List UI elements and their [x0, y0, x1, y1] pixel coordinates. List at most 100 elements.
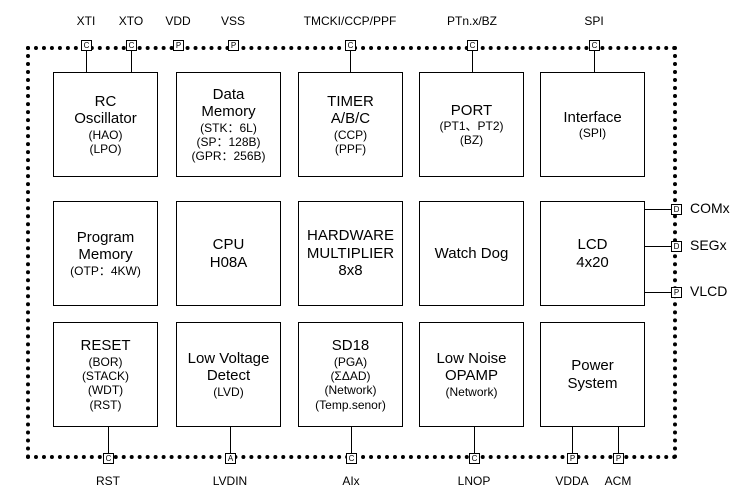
- interface-line: Interface: [563, 108, 622, 126]
- watch-dog-block: Watch Dog: [419, 201, 524, 306]
- vdda-pin: P: [567, 453, 578, 464]
- spi-pin-label: SPI: [584, 14, 604, 28]
- lvdin-pin-label: LVDIN: [212, 474, 248, 488]
- acm-pin-label: ACM: [604, 474, 632, 488]
- reset-line: (WDT): [87, 383, 124, 398]
- timer-line: TIMER: [327, 92, 374, 110]
- low-noise-opamp-line: OPAMP: [444, 367, 499, 385]
- tmcki-pin-label: TMCKI/CCP/PPF: [303, 14, 397, 28]
- spi-pin: C: [589, 40, 600, 51]
- sd18-line: (Temp.senor): [315, 397, 386, 412]
- low-voltage-detect-line: Detect: [206, 367, 251, 385]
- xti-pin-label: XTI: [76, 14, 96, 28]
- reset-line: RESET: [80, 337, 131, 355]
- vdda-wire: [572, 427, 573, 453]
- watch-dog-line: Watch Dog: [434, 244, 509, 262]
- program-memory-line: Program: [76, 228, 135, 246]
- cpu-line: H08A: [209, 253, 248, 271]
- segx-wire: [645, 246, 671, 247]
- sd18-line: (PGA): [333, 355, 368, 370]
- timer-line: A/B/C: [330, 110, 371, 128]
- sd18-block: SD18(PGA)(ΣΔAD)(Network)(Temp.senor): [298, 322, 403, 427]
- comx-pin-label: COMx: [690, 200, 730, 216]
- comx-wire: [645, 209, 671, 210]
- segx-pin: D: [671, 241, 682, 252]
- low-noise-opamp-line: Low Noise: [436, 349, 507, 367]
- lnop-pin-label: LNOP: [457, 474, 491, 488]
- lcd-line: 4x20: [576, 253, 609, 271]
- rc-oscillator-line: Oscillator: [74, 110, 137, 128]
- aix-pin-label: AIx: [342, 474, 360, 488]
- vlcd-wire: [645, 292, 671, 293]
- spi-wire: [594, 51, 595, 72]
- tmcki-wire: [350, 51, 351, 72]
- timer-line: (CCP): [333, 128, 368, 143]
- program-memory-line: (OTP：4KW): [70, 264, 141, 279]
- rst-wire: [108, 427, 109, 453]
- xto-pin-label: XTO: [118, 14, 144, 28]
- rc-oscillator-line: (LPO): [89, 142, 122, 157]
- lnop-pin: C: [469, 453, 480, 464]
- vlcd-pin: P: [671, 287, 682, 298]
- hardware-multiplier-line: HARDWARE: [307, 226, 394, 244]
- low-noise-opamp-line: (Network): [445, 385, 498, 400]
- low-voltage-detect-line: (LVD): [213, 385, 244, 400]
- data-memory-line: (SP：128B): [196, 135, 261, 150]
- lvdin-wire: [230, 427, 231, 453]
- comx-pin: D: [671, 204, 682, 215]
- reset-line: (STACK): [81, 369, 130, 384]
- lcd-line: LCD: [577, 235, 608, 253]
- vdd-pin: P: [173, 40, 184, 51]
- xti-pin: C: [81, 40, 92, 51]
- rst-pin-label: RST: [96, 474, 120, 488]
- reset-line: (RST): [89, 397, 122, 412]
- hardware-multiplier-line: MULTIPLIER: [306, 244, 395, 262]
- interface-block: Interface(SPI): [540, 72, 645, 177]
- ptn-pin-label: PTn.x/BZ: [446, 14, 498, 28]
- low-voltage-detect-line: Low Voltage: [187, 349, 270, 367]
- hardware-multiplier-line: 8x8: [338, 262, 363, 280]
- lnop-wire: [474, 427, 475, 453]
- data-memory-line: Memory: [201, 103, 256, 121]
- sd18-line: (ΣΔAD): [330, 369, 371, 384]
- vdd-pin-label: VDD: [165, 14, 191, 28]
- acm-wire: [618, 427, 619, 453]
- timer-line: (PPF): [334, 142, 367, 157]
- xto-wire: [131, 51, 132, 72]
- port-line: (PT1、PT2): [439, 119, 504, 134]
- rc-oscillator-line: (HAO): [88, 128, 123, 143]
- segx-pin-label: SEGx: [690, 237, 727, 253]
- port-block: PORT(PT1、PT2)(BZ): [419, 72, 524, 177]
- rc-oscillator-line: RC: [94, 92, 117, 110]
- acm-pin: P: [613, 453, 624, 464]
- port-line: (BZ): [459, 133, 484, 148]
- vdda-pin-label: VDDA: [555, 474, 589, 488]
- tmcki-pin: C: [345, 40, 356, 51]
- reset-line: (BOR): [88, 355, 123, 370]
- ptn-wire: [472, 51, 473, 72]
- data-memory-line: (GPR：256B): [191, 149, 266, 164]
- cpu-line: CPU: [212, 235, 245, 253]
- power-system-line: Power: [571, 356, 614, 374]
- data-memory-line: (STK：6L): [200, 120, 257, 135]
- vss-pin-label: VSS: [220, 14, 246, 28]
- data-memory-line: Data: [212, 85, 245, 103]
- power-system-line: System: [567, 374, 618, 392]
- vlcd-pin-label: VLCD: [690, 283, 728, 299]
- interface-line: (SPI): [578, 126, 607, 141]
- ptn-pin: C: [467, 40, 478, 51]
- port-line: PORT: [450, 101, 493, 119]
- sd18-line: SD18: [331, 337, 370, 355]
- program-memory-line: Memory: [78, 246, 133, 264]
